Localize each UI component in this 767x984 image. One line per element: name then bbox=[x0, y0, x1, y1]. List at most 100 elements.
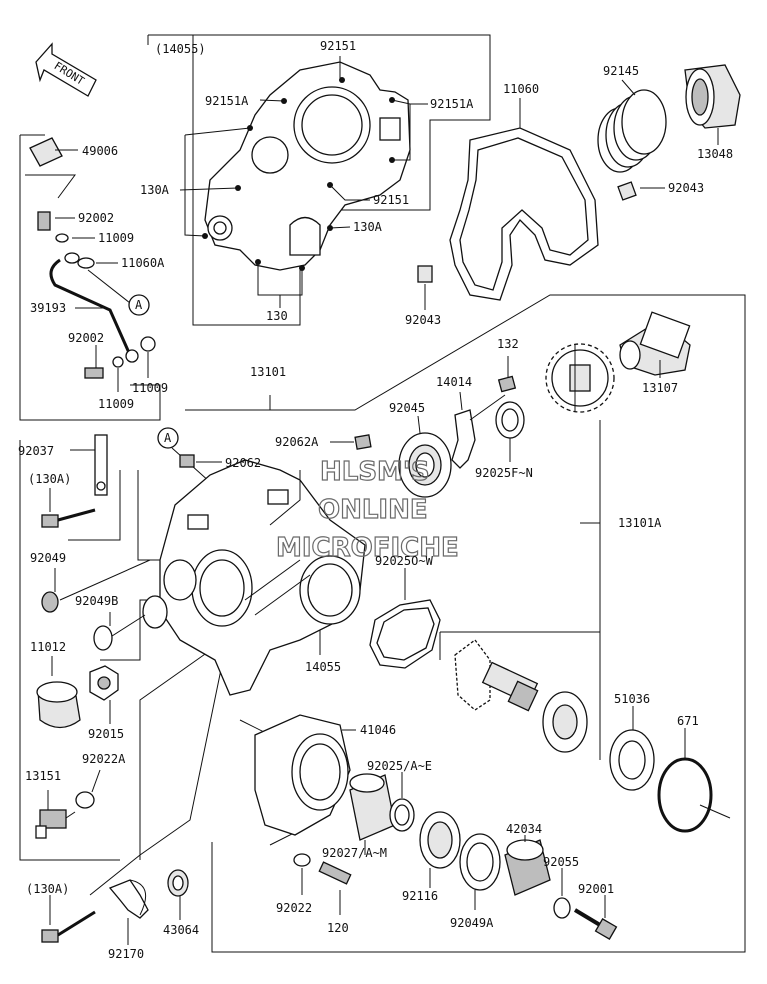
label-14014: 14014 bbox=[436, 375, 472, 389]
shaft-13107 bbox=[619, 311, 691, 378]
label-130: 130 bbox=[266, 309, 288, 323]
stud-92062 bbox=[179, 454, 222, 468]
bolt-130A-upper bbox=[41, 488, 96, 528]
label-92151A-left: 92151A bbox=[205, 94, 249, 108]
seal-92049B bbox=[93, 595, 168, 651]
label-13151: 13151 bbox=[25, 769, 61, 783]
seal-92049 bbox=[41, 559, 151, 613]
cover-14055 bbox=[179, 56, 428, 308]
sleeve-92027 bbox=[349, 773, 396, 855]
part-labels: (14055) 92151 92151A 92151A 130A 92151 1… bbox=[18, 39, 733, 961]
marker-a-2-text: A bbox=[164, 431, 172, 445]
label-671: 671 bbox=[677, 714, 699, 728]
cap-11012 bbox=[36, 656, 81, 729]
label-11009-a: 11009 bbox=[98, 231, 134, 245]
seal-92049A bbox=[459, 833, 501, 910]
label-130A-1: 130A bbox=[140, 183, 170, 197]
sleeve-13048 bbox=[684, 64, 741, 145]
stud-92062A bbox=[330, 434, 372, 450]
bearing-92116 bbox=[419, 811, 461, 888]
fitting-92037 bbox=[70, 434, 108, 496]
watermark-line-2: ONLINE bbox=[318, 495, 428, 525]
label-13107: 13107 bbox=[642, 381, 678, 395]
label-92027A-M: 92027/A~M bbox=[322, 846, 387, 860]
oring-92055 bbox=[553, 868, 571, 919]
label-92043-left: 92043 bbox=[405, 313, 441, 327]
label-11009-c: 11009 bbox=[132, 381, 168, 395]
gear-13101A bbox=[545, 343, 615, 413]
label-39193: 39193 bbox=[30, 301, 66, 315]
label-43064: 43064 bbox=[163, 923, 199, 937]
housing-41046 bbox=[254, 714, 356, 836]
bolt-120 bbox=[318, 861, 352, 915]
label-92049B: 92049B bbox=[75, 594, 118, 608]
watermark-line-1: HLSM'S bbox=[320, 457, 430, 487]
label-130A-2: 130A bbox=[353, 220, 383, 234]
label-92043-right: 92043 bbox=[668, 181, 704, 195]
label-14055-ref: (14055) bbox=[155, 42, 206, 56]
label-13101A: 13101A bbox=[618, 516, 662, 530]
label-92025A-E: 92025/A~E bbox=[367, 759, 432, 773]
shim-92025F-N bbox=[495, 401, 525, 462]
label-92025O-W: 92025O~W bbox=[375, 554, 434, 568]
label-92151-mid: 92151 bbox=[373, 193, 409, 207]
label-92151-top: 92151 bbox=[320, 39, 356, 53]
label-92037: 92037 bbox=[18, 444, 54, 458]
bearing-92045 bbox=[398, 415, 452, 498]
label-92145: 92145 bbox=[603, 64, 639, 78]
label-92022A: 92022A bbox=[82, 752, 126, 766]
label-13101: 13101 bbox=[250, 365, 286, 379]
label-92002-a: 92002 bbox=[78, 211, 114, 225]
watermark-line-3: MICROFICHE bbox=[276, 533, 459, 563]
label-120: 120 bbox=[327, 921, 349, 935]
label-92025F-N: 92025F~N bbox=[475, 466, 533, 480]
label-92049A: 92049A bbox=[450, 916, 494, 930]
seal-51036 bbox=[609, 706, 655, 791]
bracket-14014 bbox=[451, 356, 517, 469]
label-11060A: 11060A bbox=[121, 256, 165, 270]
label-11009-b: 11009 bbox=[98, 397, 134, 411]
switch-13151 bbox=[35, 790, 76, 839]
label-92062A: 92062A bbox=[275, 435, 319, 449]
label-13048: 13048 bbox=[697, 147, 733, 161]
watermark: HLSM'S ONLINE MICROFICHE bbox=[275, 456, 459, 563]
label-92116: 92116 bbox=[402, 889, 438, 903]
bolt-92001 bbox=[573, 895, 618, 940]
label-92055: 92055 bbox=[543, 855, 579, 869]
gasket-11060 bbox=[449, 98, 599, 301]
label-11060: 11060 bbox=[503, 82, 539, 96]
label-11012: 11012 bbox=[30, 640, 66, 654]
bolt-130A-lower bbox=[41, 895, 96, 943]
ref-marker-a-1 bbox=[128, 294, 150, 316]
dowel-92043-left bbox=[417, 265, 433, 310]
dowel-92043-right bbox=[617, 181, 665, 201]
label-92170: 92170 bbox=[108, 947, 144, 961]
label-92001: 92001 bbox=[578, 882, 614, 896]
washer-92022 bbox=[293, 853, 311, 895]
spring-92145 bbox=[597, 79, 667, 173]
front-arrow: FRONT bbox=[35, 42, 97, 97]
clamp-92170 bbox=[108, 879, 149, 945]
label-92002-b: 92002 bbox=[68, 331, 104, 345]
breather-pipe-39193 bbox=[25, 137, 156, 392]
label-51036: 51036 bbox=[614, 692, 650, 706]
label-92151A-right: 92151A bbox=[430, 97, 474, 111]
gasket-92025O-W bbox=[369, 568, 441, 669]
label-92045: 92045 bbox=[389, 401, 425, 415]
label-130A-3: (130A) bbox=[28, 472, 71, 486]
label-92049: 92049 bbox=[30, 551, 66, 565]
label-132: 132 bbox=[497, 337, 519, 351]
nut-92015 bbox=[89, 665, 119, 724]
seal-92022A bbox=[75, 769, 101, 809]
label-14055: 14055 bbox=[305, 660, 341, 674]
marker-a-1-text: A bbox=[135, 298, 143, 312]
label-49006: 49006 bbox=[82, 144, 118, 158]
label-130A-4: (130A) bbox=[26, 882, 69, 896]
housing-14055 bbox=[159, 459, 366, 696]
label-41046: 41046 bbox=[360, 723, 396, 737]
oring-671 bbox=[657, 728, 731, 833]
coupling-42034 bbox=[504, 835, 551, 896]
label-42034: 42034 bbox=[506, 822, 542, 836]
shim-92025A-E bbox=[389, 772, 415, 832]
